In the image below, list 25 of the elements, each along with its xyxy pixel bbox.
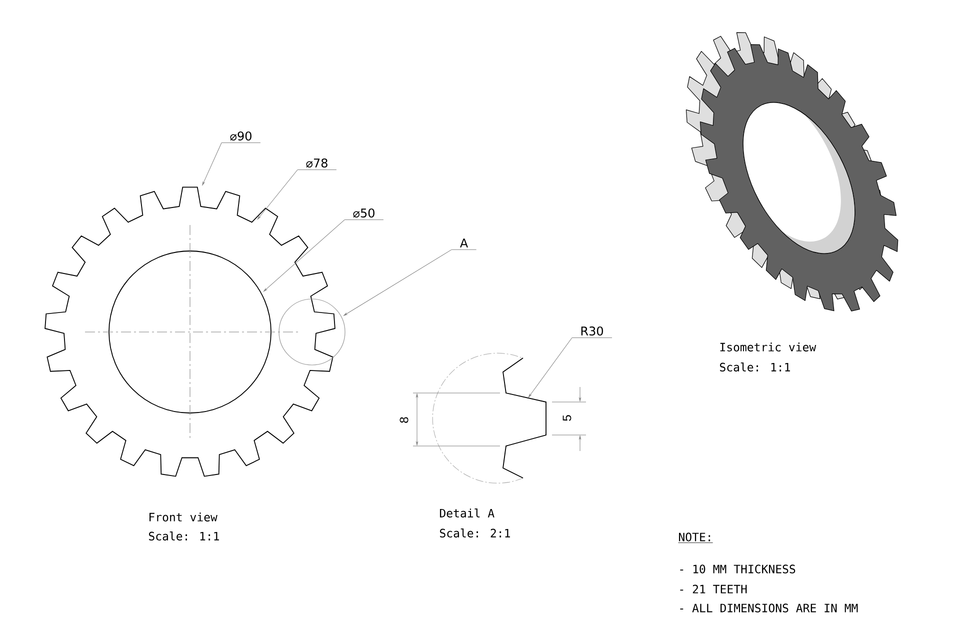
dimension-callout: ⌀78 [297, 158, 337, 170]
note-heading: NOTE: [678, 532, 714, 543]
leader-line [264, 220, 345, 292]
leader-line [202, 142, 222, 186]
caption-text: Detail A [440, 508, 494, 518]
dimension-callout: A [451, 238, 477, 250]
detail-circle [278, 298, 346, 366]
dimension-callout: ⌀90 [221, 131, 261, 143]
caption-text: Scale: 1:1 [720, 362, 790, 372]
dimension-callout: R30 [572, 326, 612, 338]
gear-front-drawing [44, 186, 336, 477]
note-text: - ALL DIMENSIONS ARE IN MM [680, 604, 858, 612]
caption-text: Front view [150, 512, 218, 522]
dimension-callout: ⌀50 [344, 208, 384, 220]
dimension-text: 5 [562, 415, 572, 421]
leader-line [257, 170, 298, 220]
leader-line [528, 338, 572, 398]
dimension-text: 8 [400, 417, 408, 423]
note-text: - 21 TEETH [680, 584, 747, 594]
caption-text: Isometric view [720, 342, 816, 352]
leader-line [344, 249, 452, 316]
caption-text: Scale: 2:1 [440, 528, 510, 538]
tooth-detail-drawing [432, 352, 546, 484]
caption-text: Scale: 1:1 [149, 532, 219, 540]
note-text: - 10 MM THICKNESS [680, 564, 796, 574]
